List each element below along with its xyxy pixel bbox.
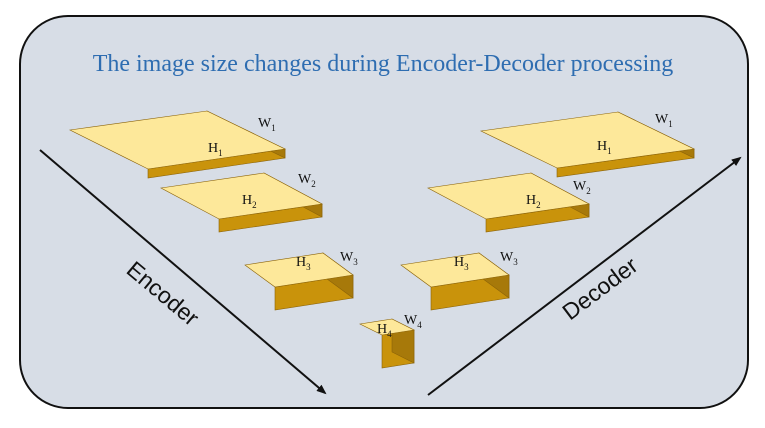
width-label: W2 (573, 179, 591, 196)
block-top-face (160, 172, 323, 220)
height-label: H1 (597, 139, 612, 156)
feature-block-encoder-3: H3 W3 (244, 250, 358, 311)
width-label: W1 (258, 116, 276, 133)
height-label: H1 (208, 141, 223, 158)
block-top-face (400, 252, 510, 288)
height-label: H3 (296, 255, 311, 272)
feature-block-bottleneck-4: H4 W4 (359, 313, 422, 369)
block-top-face (69, 110, 287, 170)
block-top-face (479, 111, 696, 169)
block-top-face (427, 172, 590, 220)
feature-block-encoder-1: H1 W1 (69, 110, 287, 179)
width-label: W3 (500, 250, 518, 267)
width-label: W1 (655, 112, 673, 129)
block-top-face (244, 252, 354, 288)
height-label: H3 (454, 255, 469, 272)
width-label: W4 (404, 313, 422, 330)
decoder-arrow (427, 156, 742, 396)
height-label: H2 (242, 193, 257, 210)
width-label: W3 (340, 250, 358, 267)
width-label: W2 (298, 172, 316, 189)
height-label: H4 (377, 322, 392, 339)
feature-block-decoder-5: H3 W3 (400, 250, 518, 311)
block-top-face (359, 318, 415, 336)
diagram-title: The image size changes during Encoder-De… (93, 51, 674, 77)
feature-block-decoder-7: H1 W1 (479, 111, 696, 178)
feature-block-decoder-6: H2 W2 (427, 172, 591, 233)
encoder-arrow (39, 149, 327, 395)
feature-block-encoder-2: H2 W2 (160, 172, 323, 233)
height-label: H2 (526, 193, 541, 210)
